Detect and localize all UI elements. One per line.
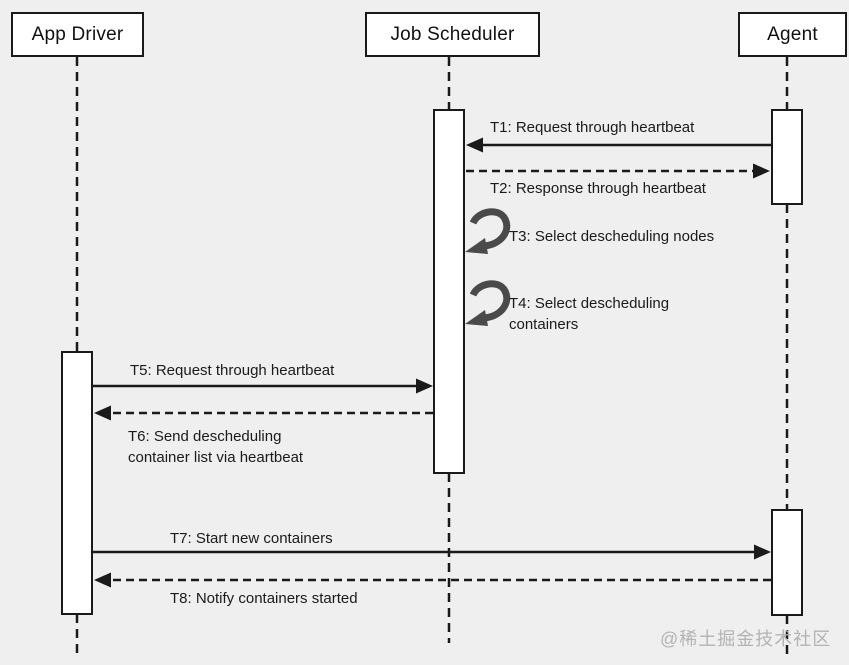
message-arrow-t5	[92, 378, 433, 394]
message-label-t7: T7: Start new containers	[170, 530, 333, 547]
activation-app-driver	[61, 351, 93, 615]
actor-app-driver: App Driver	[11, 12, 144, 57]
actor-app-driver-label: App Driver	[31, 23, 124, 45]
actor-job-scheduler-label: Job Scheduler	[390, 23, 515, 45]
message-arrow-t1	[466, 137, 772, 153]
activation-agent-2	[771, 509, 803, 616]
message-arrow-t7	[92, 544, 771, 560]
self-loop-icon-t4	[465, 284, 507, 326]
message-label-t2: T2: Response through heartbeat	[490, 180, 706, 197]
actor-agent: Agent	[738, 12, 847, 57]
message-label-t1: T1: Request through heartbeat	[490, 119, 695, 136]
message-label-t4: T4: Select descheduling containers	[509, 295, 670, 333]
message-label-t5: T5: Request through heartbeat	[130, 362, 335, 379]
activation-job-scheduler	[433, 109, 465, 474]
message-arrow-t6	[94, 405, 433, 421]
activation-agent-1	[771, 109, 803, 205]
self-loop-icon-t3	[465, 212, 507, 254]
message-arrow-t2	[466, 163, 770, 179]
message-label-t6: T6: Send descheduling container list via…	[128, 428, 304, 466]
watermark: @稀土掘金技术社区	[660, 629, 832, 649]
actor-agent-label: Agent	[767, 23, 818, 45]
message-label-t8: T8: Notify containers started	[170, 590, 358, 607]
message-arrow-t8	[94, 572, 771, 588]
message-label-t3: T3: Select descheduling nodes	[509, 228, 715, 245]
actor-job-scheduler: Job Scheduler	[365, 12, 540, 57]
